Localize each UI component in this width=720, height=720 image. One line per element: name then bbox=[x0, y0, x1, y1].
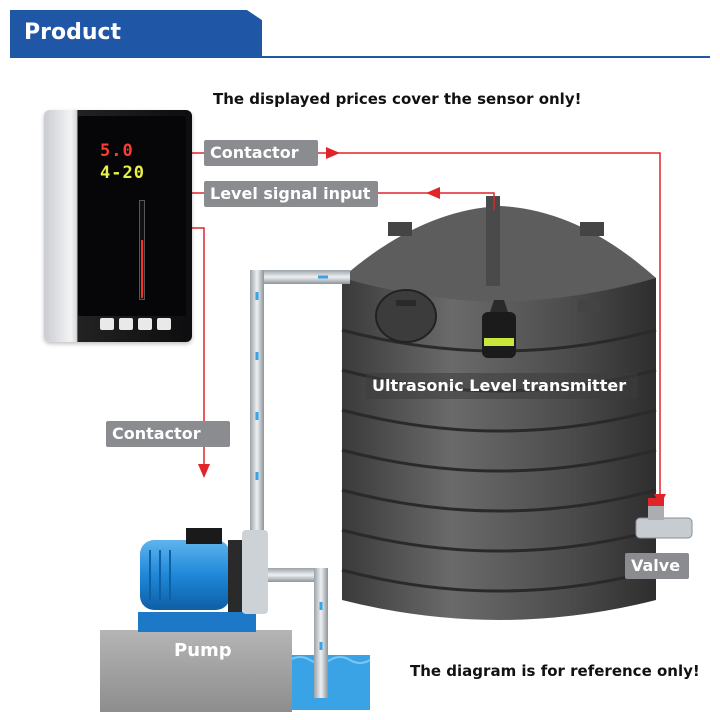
ultrasonic-sensor bbox=[482, 300, 516, 358]
sv-display: 4-20 bbox=[100, 163, 145, 183]
pump-base bbox=[100, 612, 292, 712]
pump-label: Pump bbox=[174, 640, 232, 661]
signal-lines bbox=[190, 152, 661, 498]
storage-tank bbox=[341, 196, 657, 620]
controller-button-2[interactable] bbox=[119, 318, 133, 330]
level-bar-fill bbox=[141, 240, 143, 298]
reference-note: The diagram is for reference only! bbox=[410, 662, 700, 680]
level-bar bbox=[139, 200, 145, 300]
header-underline bbox=[10, 56, 710, 58]
contactor-label-left: Contactor bbox=[106, 421, 230, 447]
controller-button-3[interactable] bbox=[138, 318, 152, 330]
valve bbox=[635, 498, 693, 539]
controller-button-1[interactable] bbox=[100, 318, 114, 330]
suction-pipe bbox=[258, 568, 328, 698]
pv-display: 5.0 bbox=[100, 141, 134, 161]
signal-arrows bbox=[198, 147, 666, 506]
price-note: The displayed prices cover the sensor on… bbox=[213, 90, 582, 108]
contactor-label-top: Contactor bbox=[204, 140, 318, 166]
valve-label: Valve bbox=[625, 553, 689, 579]
controller-button-4[interactable] bbox=[157, 318, 171, 330]
transmitter-label: Ultrasonic Level transmitter bbox=[366, 373, 638, 399]
water-pool bbox=[289, 655, 371, 710]
pump bbox=[140, 528, 268, 614]
level-controller bbox=[44, 110, 192, 342]
controller-display bbox=[78, 116, 186, 316]
inlet-pipe bbox=[250, 270, 350, 540]
level-signal-input-label: Level signal input bbox=[204, 181, 378, 207]
header-title: Product Application bbox=[10, 10, 262, 56]
